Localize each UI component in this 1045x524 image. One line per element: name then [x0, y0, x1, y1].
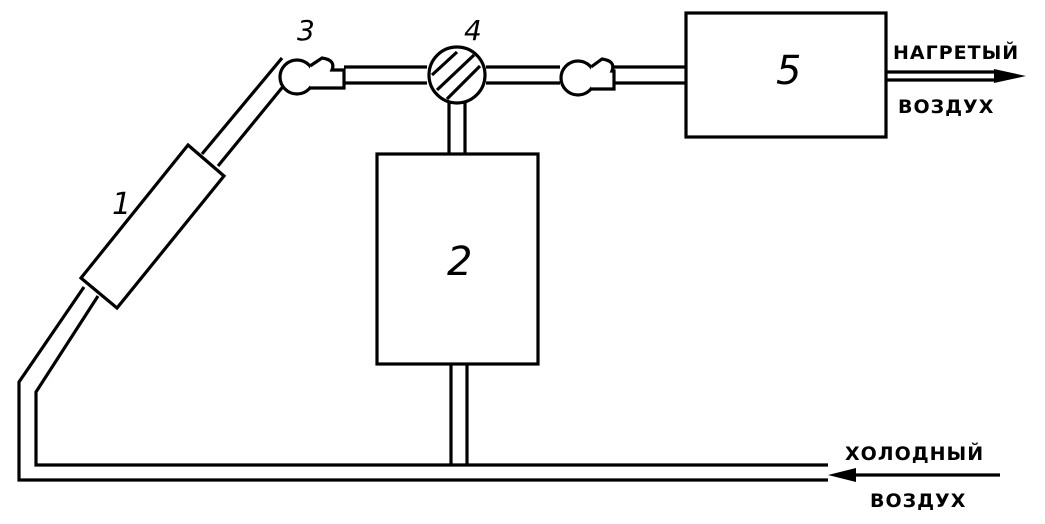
heated-air-arrow — [886, 69, 1026, 83]
valve-4-icon — [427, 45, 487, 105]
storage-to-return-duct — [449, 364, 469, 465]
collector-outlet-duct — [200, 56, 292, 168]
fan-right-icon — [559, 57, 616, 97]
label-collector: 1 — [112, 187, 131, 222]
label-valve: 4 — [464, 14, 482, 47]
solar-collector — [78, 142, 227, 311]
fan-3-icon — [278, 56, 346, 96]
consumer-box — [684, 11, 888, 139]
label-consumer: 5 — [776, 48, 801, 94]
heat-storage-box — [375, 152, 540, 366]
cold-air-arrow — [828, 468, 1000, 482]
heated-air-caption-line2: ВОЗДУХ — [898, 96, 994, 118]
label-fan: 3 — [297, 14, 315, 47]
supply-duct — [344, 65, 686, 85]
heated-air-caption-line1: НАГРЕТЫЙ — [893, 41, 1019, 64]
valve-to-storage-duct — [447, 102, 467, 154]
cold-air-caption-line2: ВОЗДУХ — [870, 490, 966, 512]
cold-air-caption-line1: ХОЛОДНЫЙ — [845, 442, 984, 465]
label-storage: 2 — [447, 239, 472, 285]
cold-air-duct — [17, 286, 828, 482]
